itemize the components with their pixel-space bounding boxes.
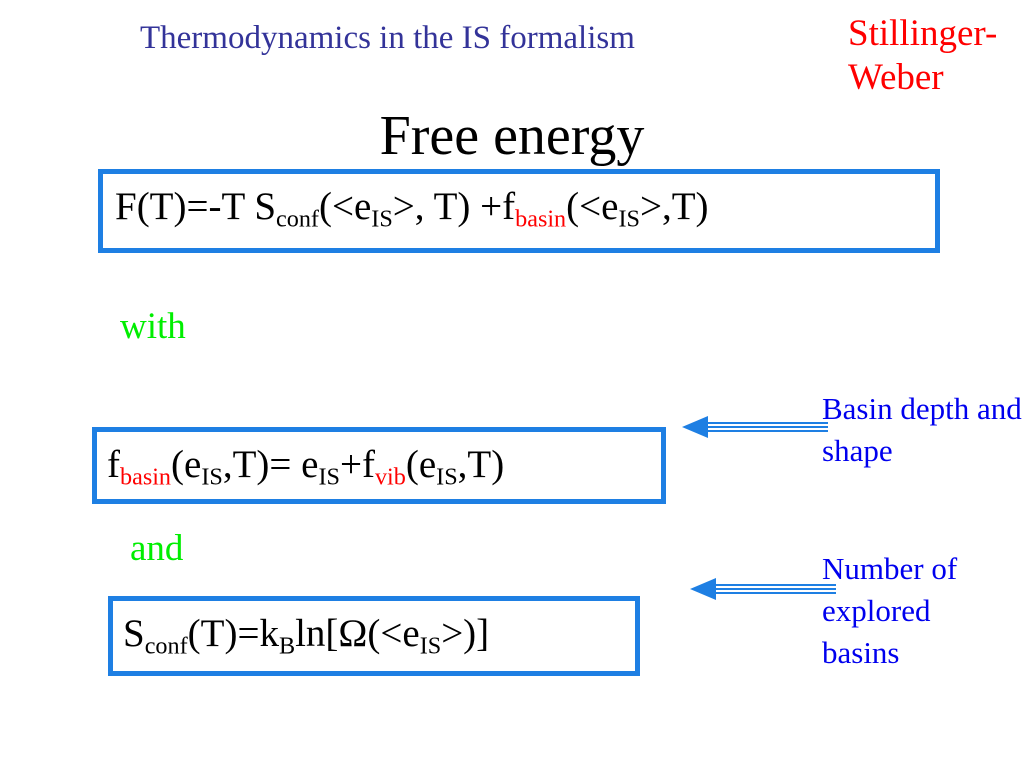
slide-header-title: Thermodynamics in the IS formalism — [140, 20, 635, 56]
eq2-part4: (e — [405, 443, 437, 486]
eq1-sub-is-2: IS — [618, 205, 640, 233]
eq2-sub-basin: basin — [120, 463, 172, 491]
connector-and: and — [130, 528, 184, 569]
eq1-lhs: F(T)=-T S — [115, 185, 277, 228]
eq1-sub-is-1: IS — [371, 205, 393, 233]
explored-basins-note: Number of explored basins — [822, 551, 958, 670]
configurational-entropy-equation-box: Sconf(T)=kBln[Ω(<eIS>)] — [108, 596, 640, 676]
eq1-part2: >, T) +f — [392, 185, 516, 228]
eq2-sub-vib: vib — [374, 463, 406, 491]
eq1-part3: (<e — [566, 185, 619, 228]
eq3-part2: ln[Ω(<e — [295, 612, 420, 655]
eq1-sub-basin: basin — [515, 205, 567, 233]
eq2-f: f — [107, 443, 120, 486]
basin-free-energy-equation-box: fbasin(eIS,T)= eIS+fvib(eIS,T) — [92, 427, 666, 504]
eq1-part1: (<e — [318, 185, 372, 228]
eq2-sub-is-3: IS — [436, 463, 458, 491]
eq2-sub-is-2: IS — [318, 463, 340, 491]
eq2-part5: ,T) — [457, 443, 505, 486]
basin-free-energy-equation: fbasin(eIS,T)= eIS+fvib(eIS,T) — [107, 442, 505, 489]
author-line-1: Stillinger- — [848, 13, 998, 54]
author-attribution: Stillinger- Weber — [848, 12, 997, 100]
author-line-2: Weber — [848, 57, 944, 98]
eq1-part4: >,T) — [639, 185, 709, 228]
free-energy-equation-box: F(T)=-T Sconf(<eIS>, T) +fbasin(<eIS>,T) — [98, 169, 940, 253]
basin-depth-note: Basin depth and shape — [822, 391, 1022, 468]
eq3-sub-conf: conf — [144, 632, 188, 660]
eq2-part1: (e — [171, 443, 202, 486]
eq3-part3: >)] — [441, 612, 490, 655]
connector-with: with — [120, 306, 186, 347]
eq3-part1: (T)=k — [187, 612, 279, 655]
configurational-entropy-equation: Sconf(T)=kBln[Ω(<eIS>)] — [123, 611, 490, 658]
eq3-sub-b: B — [278, 632, 296, 660]
basin-note-arrow-icon — [682, 416, 828, 438]
eq1-sub-conf: conf — [276, 205, 319, 233]
eq2-sub-is-1: IS — [201, 463, 223, 491]
eq2-part2: ,T)= e — [222, 443, 319, 486]
free-energy-equation: F(T)=-T Sconf(<eIS>, T) +fbasin(<eIS>,T) — [115, 184, 709, 231]
eq2-part3: +f — [339, 443, 375, 486]
eq3-s: S — [123, 612, 145, 655]
count-note-arrow-icon — [690, 578, 836, 600]
page-title: Free energy — [379, 105, 645, 167]
eq3-sub-is: IS — [419, 632, 442, 660]
